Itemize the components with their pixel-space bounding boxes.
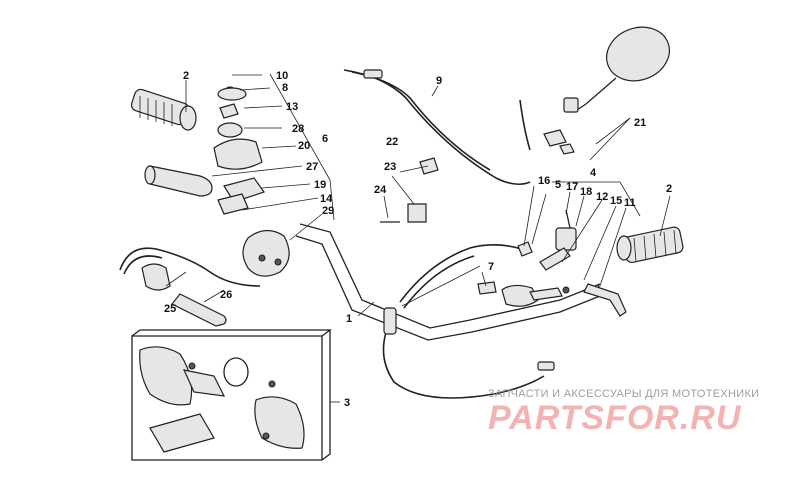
callout-26: 26	[220, 289, 232, 301]
callout-14: 14	[320, 193, 333, 205]
callout-19: 19	[314, 179, 326, 191]
watermark-logo: PARTSFOR.RU	[488, 399, 742, 437]
leader-lines	[165, 73, 671, 403]
callout-4: 4	[590, 167, 597, 179]
cable-clip-bracket	[380, 157, 439, 223]
callout-8: 8	[282, 82, 288, 94]
callout-1: 1	[346, 313, 352, 325]
callout-17: 17	[566, 181, 578, 193]
callout-11: 11	[624, 197, 636, 209]
callout-21: 21	[634, 117, 646, 129]
clutch-lever-assembly	[477, 241, 563, 307]
left-grip	[130, 88, 197, 131]
hand-guard-kit	[131, 329, 332, 461]
callout-10: 10	[276, 70, 288, 82]
mirror	[543, 26, 670, 155]
engine-stop-switch	[119, 247, 261, 327]
callout-5: 5	[555, 179, 561, 191]
callout-13: 13	[286, 101, 298, 113]
throttle-assembly	[144, 86, 290, 277]
callout-18: 18	[580, 186, 592, 198]
watermark-tagline: ЗАПЧАСТИ И АКСЕССУАРЫ ДЛЯ МОТОТЕХНИКИ	[488, 388, 760, 400]
callout-2-right: 2	[666, 183, 672, 195]
clutch-cable	[382, 244, 555, 399]
right-grip	[616, 226, 684, 264]
callout-27: 27	[306, 161, 318, 173]
callout-7: 7	[488, 261, 494, 273]
callout-25: 25	[164, 303, 176, 315]
callouts: 1 2 2 3 4 5 6 7 8 9 10 11 12 13 14 15 16…	[164, 70, 672, 409]
callout-28: 28	[292, 123, 304, 135]
callout-24: 24	[374, 184, 387, 196]
watermark: ЗАПЧАСТИ И АКСЕССУАРЫ ДЛЯ МОТОТЕХНИКИ PA…	[488, 388, 788, 436]
callout-22: 22	[386, 136, 398, 148]
callout-9: 9	[436, 75, 442, 87]
brake-lever-assembly	[539, 209, 627, 317]
callout-29: 29	[322, 205, 334, 217]
callout-16: 16	[538, 175, 550, 187]
callout-3: 3	[344, 397, 350, 409]
callout-20: 20	[298, 140, 310, 152]
callout-15: 15	[610, 195, 622, 207]
throttle-cable	[343, 69, 531, 186]
callout-23: 23	[384, 161, 396, 173]
callout-12: 12	[596, 191, 608, 203]
callout-6: 6	[322, 133, 328, 145]
callout-2-left: 2	[183, 70, 189, 82]
